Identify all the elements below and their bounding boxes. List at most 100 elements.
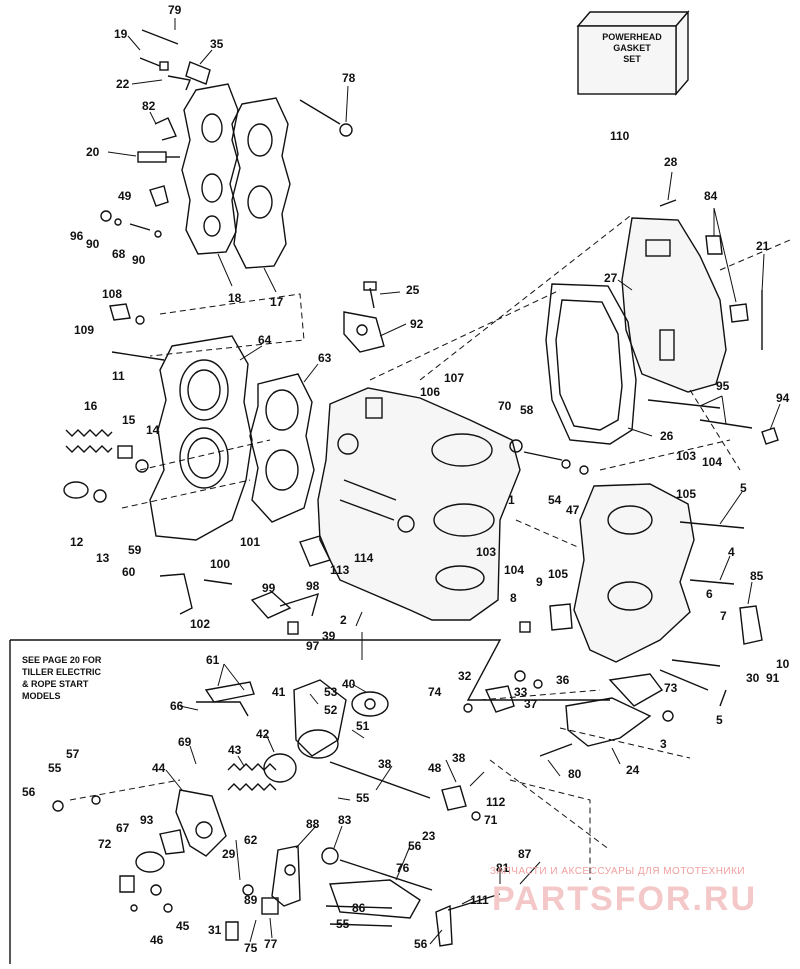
callout-49: 49 <box>118 189 132 203</box>
callout-61: 61 <box>206 653 220 667</box>
callout-23: 23 <box>422 829 436 843</box>
exhaust-cover-27 <box>621 217 727 393</box>
callout-73: 73 <box>664 681 678 695</box>
callout-45: 45 <box>176 919 190 933</box>
callout-99: 99 <box>262 581 276 595</box>
callout-4: 4 <box>728 545 735 559</box>
callout-68: 68 <box>112 247 126 261</box>
callout-37: 37 <box>524 697 538 711</box>
callout-26: 26 <box>660 429 674 443</box>
gasket-label-line2: GASKET <box>613 43 651 53</box>
callout-89: 89 <box>244 893 258 907</box>
callout-22: 22 <box>116 77 130 91</box>
callout-38: 38 <box>378 757 392 771</box>
crankcase <box>573 483 745 667</box>
callout-104: 104 <box>504 563 524 577</box>
callout-82: 82 <box>142 99 156 113</box>
callout-100: 100 <box>210 557 230 571</box>
callout-60: 60 <box>122 565 136 579</box>
callout-83: 83 <box>338 813 352 827</box>
callout-5: 5 <box>740 481 747 495</box>
callout-13: 13 <box>96 551 110 565</box>
cylinder-head-64 <box>149 335 253 541</box>
middle-hardware <box>159 439 763 645</box>
callout-76: 76 <box>396 861 410 875</box>
callout-103: 103 <box>476 545 496 559</box>
callout-113: 113 <box>330 563 350 577</box>
watermark-logo: PARTSFOR.RU <box>492 880 758 918</box>
callout-101: 101 <box>240 535 260 549</box>
callout-24: 24 <box>626 763 640 777</box>
callout-106: 106 <box>420 385 440 399</box>
callout-7: 7 <box>720 609 727 623</box>
callout-35: 35 <box>210 37 224 51</box>
callout-20: 20 <box>86 145 100 159</box>
model-note: SEE PAGE 20 FOR TILLER ELECTRIC & ROPE S… <box>22 654 152 702</box>
callout-21: 21 <box>756 239 770 253</box>
callout-109: 109 <box>74 323 94 337</box>
callout-77: 77 <box>264 937 278 951</box>
callout-84: 84 <box>704 189 718 203</box>
note-line3: & ROPE START <box>22 679 89 689</box>
callout-28: 28 <box>664 155 678 169</box>
callout-93: 93 <box>140 813 154 827</box>
callout-98: 98 <box>306 579 320 593</box>
callout-71: 71 <box>484 813 498 827</box>
callout-14: 14 <box>146 423 160 437</box>
upper-left-hardware <box>100 29 353 238</box>
callout-27: 27 <box>604 271 618 285</box>
callout-75: 75 <box>244 941 258 955</box>
callout-78: 78 <box>342 71 356 85</box>
callout-41: 41 <box>272 685 286 699</box>
callout-79: 79 <box>168 3 182 17</box>
gasket-label-line3: SET <box>623 54 641 64</box>
gasket-label-line1: POWERHEAD <box>602 32 662 42</box>
callout-80: 80 <box>568 767 582 781</box>
note-line2: TILLER ELECTRIC <box>22 667 101 677</box>
lower-assembly-frame <box>9 639 610 964</box>
callout-56: 56 <box>408 839 422 853</box>
callout-62: 62 <box>244 833 258 847</box>
callout-10: 10 <box>776 657 790 671</box>
callout-86: 86 <box>352 901 366 915</box>
callout-72: 72 <box>98 837 112 851</box>
callout-114: 114 <box>354 551 374 565</box>
callout-112: 112 <box>486 795 506 809</box>
callout-30: 30 <box>746 671 760 685</box>
cylinder-block <box>317 387 521 621</box>
callout-102: 102 <box>190 617 210 631</box>
callout-58: 58 <box>520 403 534 417</box>
watermark-tagline: ЗАПЧАСТИ И АКСЕССУАРЫ ДЛЯ МОТОТЕХНИКИ <box>490 866 746 877</box>
callout-6: 6 <box>706 587 713 601</box>
callout-5: 5 <box>716 713 723 727</box>
callout-81: 81 <box>496 861 510 875</box>
callout-111: 111 <box>470 893 489 907</box>
callout-90: 90 <box>86 237 100 251</box>
callout-90: 90 <box>132 253 146 267</box>
callout-104: 104 <box>702 455 722 469</box>
callout-94: 94 <box>776 391 790 405</box>
callout-70: 70 <box>498 399 512 413</box>
callout-12: 12 <box>70 535 84 549</box>
assembly-lines <box>69 215 791 880</box>
callout-105: 105 <box>548 567 568 581</box>
callout-51: 51 <box>356 719 370 733</box>
callout-66: 66 <box>170 699 184 713</box>
callout-18: 18 <box>228 291 242 305</box>
callout-9: 9 <box>536 575 543 589</box>
callout-55: 55 <box>48 761 62 775</box>
callout-3: 3 <box>660 737 667 751</box>
callout-32: 32 <box>458 669 472 683</box>
callout-56: 56 <box>414 937 428 951</box>
gasket-set-label: POWERHEAD GASKET SET <box>578 10 686 92</box>
callout-69: 69 <box>178 735 192 749</box>
callout-40: 40 <box>342 677 356 691</box>
callout-105: 105 <box>676 487 696 501</box>
cylinder-head-cover-18 <box>181 83 241 255</box>
callout-107: 107 <box>444 371 464 385</box>
callout-54: 54 <box>548 493 562 507</box>
callout-87: 87 <box>518 847 532 861</box>
callout-2: 2 <box>340 613 347 627</box>
